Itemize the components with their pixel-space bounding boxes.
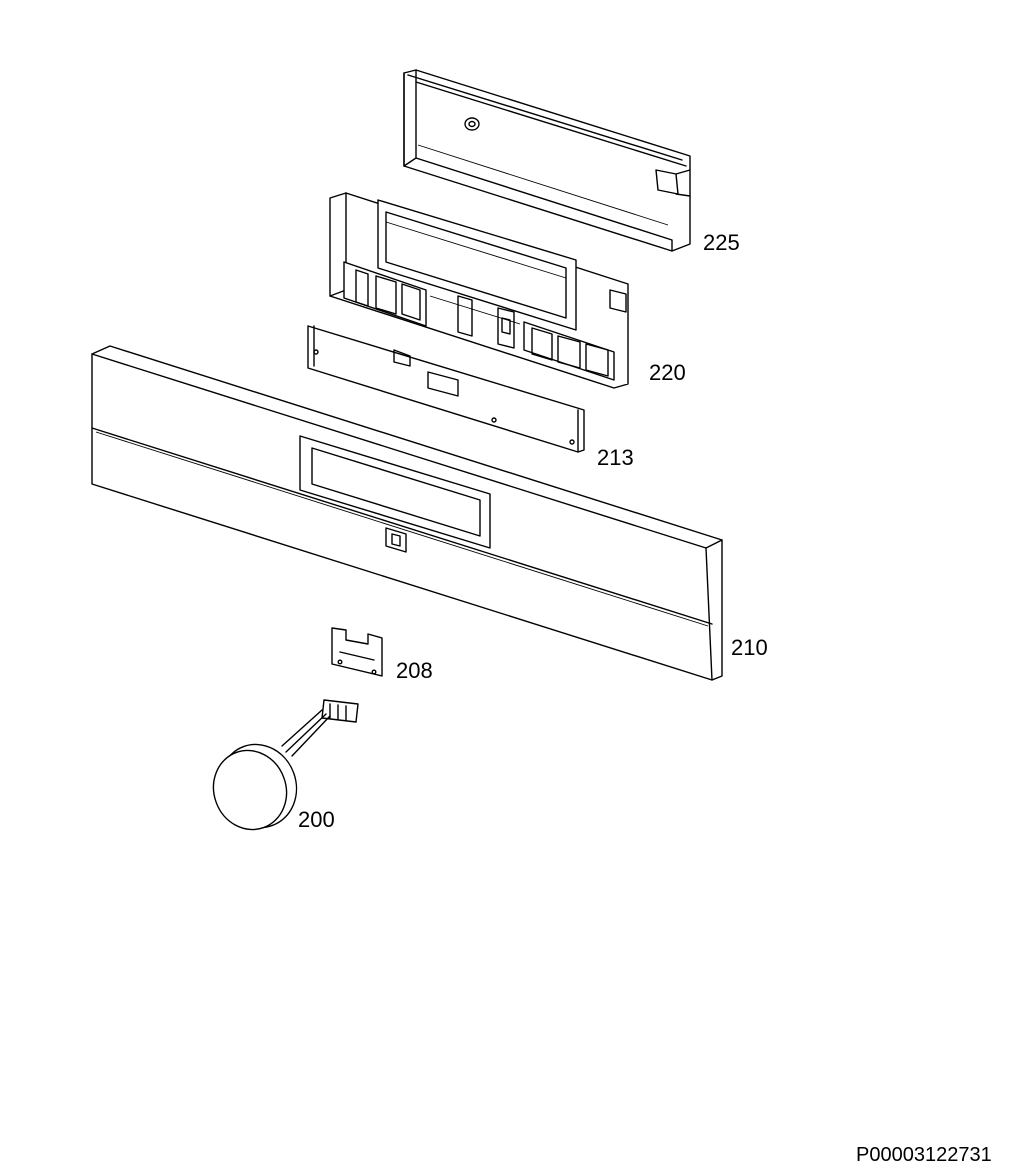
part-number-208: 208 [396,658,433,683]
part-number-225: 225 [703,230,740,255]
part-213-circuit-board [307,325,585,453]
part-number-200: 200 [298,807,335,832]
document-code: P00003122731 [856,1144,992,1166]
part-210-control-panel [91,345,723,681]
part-225-rear-cover [403,69,691,252]
part-220-button-frame [329,192,629,389]
part-208-bracket [331,627,383,677]
part-200-knob [212,699,359,831]
part-number-210: 210 [731,635,768,660]
part-number-213: 213 [597,445,634,470]
part-number-220: 220 [649,360,686,385]
